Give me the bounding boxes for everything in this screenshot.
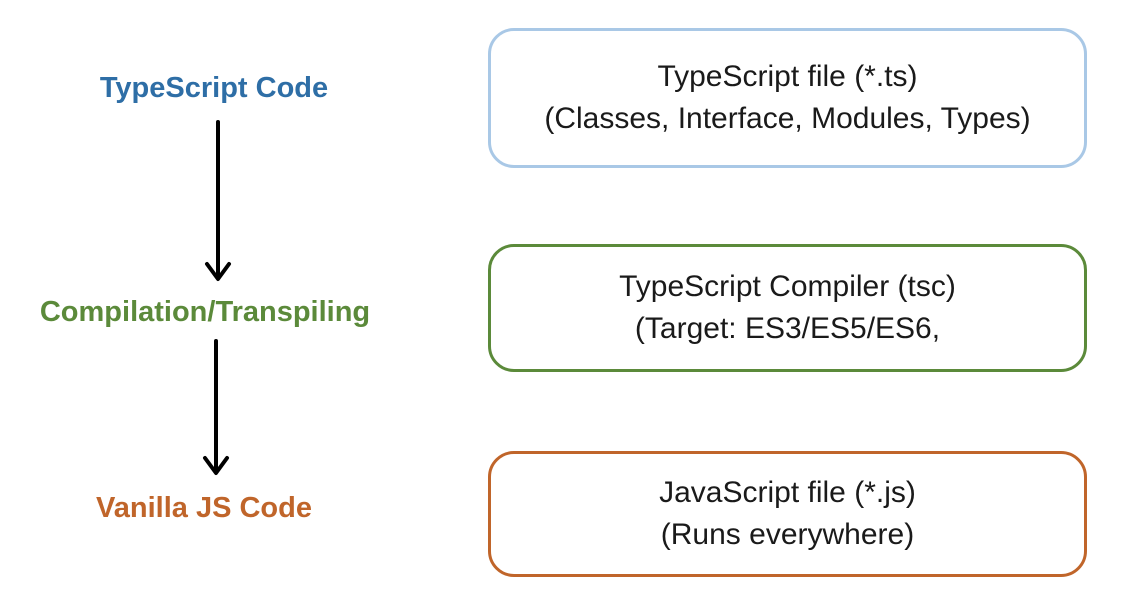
javascript-file-box: JavaScript file (*.js) (Runs everywhere): [488, 451, 1087, 577]
compiler-title: TypeScript Compiler (tsc): [619, 270, 956, 303]
typescript-file-detail: (Classes, Interface, Modules, Types): [544, 102, 1031, 135]
compiler-box: TypeScript Compiler (tsc) (Target: ES3/E…: [488, 244, 1087, 372]
arrow-head-2: [203, 456, 229, 475]
vanilla-js-label: Vanilla JS Code: [96, 492, 312, 524]
typescript-file-box: TypeScript file (*.ts) (Classes, Interfa…: [488, 28, 1087, 168]
typescript-file-title: TypeScript file (*.ts): [657, 60, 918, 93]
arrow-head-1: [205, 262, 231, 281]
javascript-file-title: JavaScript file (*.js): [659, 476, 916, 509]
typescript-code-label: TypeScript Code: [99, 72, 329, 104]
compiler-detail: (Target: ES3/ES5/ES6,: [634, 312, 941, 345]
javascript-file-detail: (Runs everywhere): [660, 518, 915, 551]
compilation-label: Compilation/Transpiling: [39, 296, 371, 328]
